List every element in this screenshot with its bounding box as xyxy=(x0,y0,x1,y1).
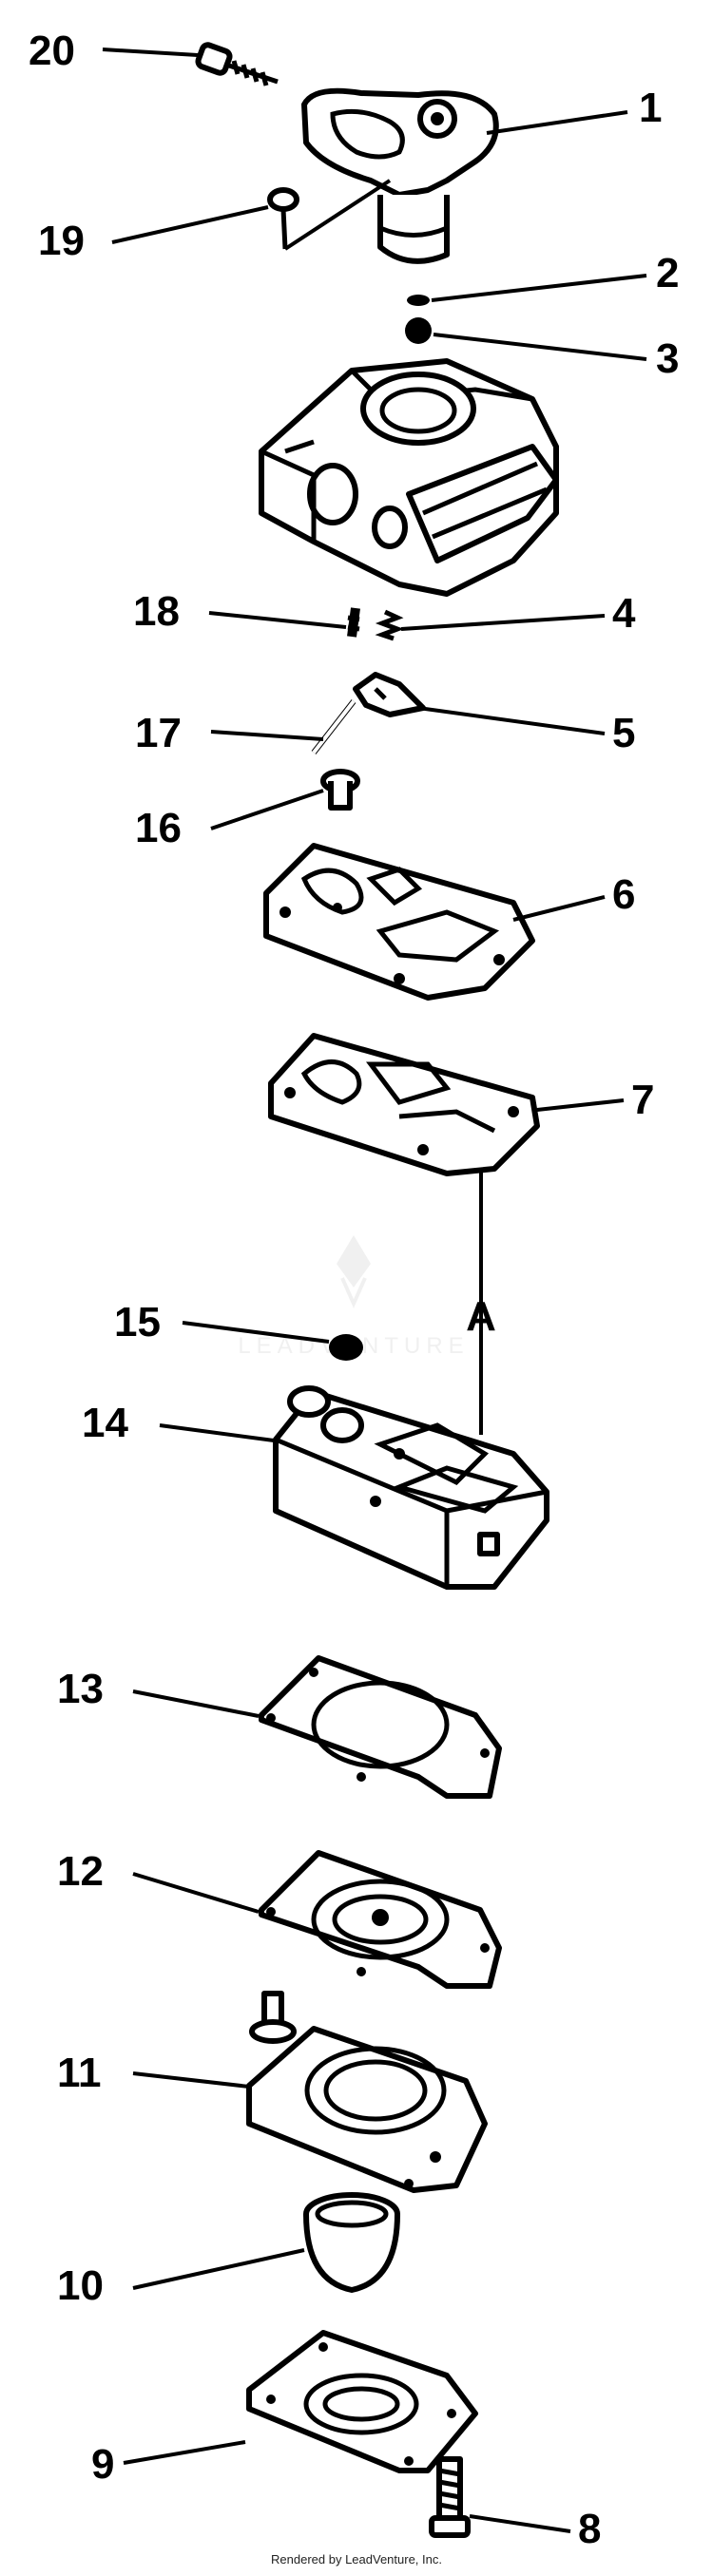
callout-label-17: 17 xyxy=(135,710,182,756)
callout-label-7: 7 xyxy=(631,1077,654,1123)
callout-12[interactable]: 12 xyxy=(57,1848,260,1914)
callout-14[interactable]: 14 xyxy=(82,1400,275,1446)
part-5-lever[interactable] xyxy=(353,672,426,717)
callout-5[interactable]: 5 xyxy=(417,706,635,756)
callout-15[interactable]: 15 xyxy=(114,1299,330,1345)
callout-18[interactable]: 18 xyxy=(133,588,347,635)
part-1-top-cover[interactable] xyxy=(301,87,499,264)
callout-label-15: 15 xyxy=(114,1299,161,1345)
callout-label-2: 2 xyxy=(656,250,679,296)
callout-9[interactable]: 9 xyxy=(91,2440,246,2488)
part-14-pump-body[interactable] xyxy=(273,1385,549,1590)
callout-label-20: 20 xyxy=(29,28,75,74)
part-10-cup[interactable] xyxy=(303,2192,400,2293)
callout-label-12: 12 xyxy=(57,1848,104,1895)
callout-label-18: 18 xyxy=(133,588,180,635)
callout-label-4: 4 xyxy=(612,590,636,637)
callout-1[interactable]: 1 xyxy=(486,85,662,135)
part-2-small-ball[interactable] xyxy=(407,295,430,306)
callout-label-19: 19 xyxy=(38,218,85,264)
part-9-base-plate[interactable] xyxy=(246,2330,478,2473)
callout-3[interactable]: 3 xyxy=(433,333,679,382)
callout-label-10: 10 xyxy=(57,2262,104,2309)
carburetor-body xyxy=(259,358,559,597)
callout-8[interactable]: 8 xyxy=(469,2506,601,2552)
callout-7[interactable]: 7 xyxy=(536,1077,654,1123)
callout-label-5: 5 xyxy=(612,710,635,756)
part-17-pin[interactable] xyxy=(311,699,356,754)
callout-19[interactable]: 19 xyxy=(38,205,269,264)
part-16-screw[interactable] xyxy=(320,769,360,811)
callout-label-8: 8 xyxy=(578,2506,601,2552)
part-12-diaphragm[interactable] xyxy=(259,1850,502,1989)
callout-17[interactable]: 17 xyxy=(135,710,324,756)
callout-label-3: 3 xyxy=(656,335,679,382)
part-15-seal[interactable] xyxy=(329,1334,363,1361)
part-4-spring[interactable] xyxy=(375,609,405,641)
callout-10[interactable]: 10 xyxy=(57,2248,305,2309)
callout-label-11: 11 xyxy=(57,2050,102,2096)
callout-6[interactable]: 6 xyxy=(512,871,635,922)
part-7-gasket[interactable] xyxy=(268,1033,540,1176)
callout-label-16: 16 xyxy=(135,805,182,851)
callout-16[interactable]: 16 xyxy=(135,789,324,851)
callout-label-1: 1 xyxy=(639,85,662,131)
reference-marker-a: A xyxy=(466,1293,496,1340)
callout-label-9: 9 xyxy=(91,2441,114,2488)
callout-20[interactable]: 20 xyxy=(29,28,199,74)
part-18-needle[interactable] xyxy=(347,607,360,638)
part-20-screw[interactable] xyxy=(195,42,279,86)
callout-2[interactable]: 2 xyxy=(431,250,679,302)
part-11-cover[interactable] xyxy=(246,1991,488,2193)
footer-credit: Rendered by LeadVenture, Inc. xyxy=(271,2552,442,2566)
reference-line-a: A xyxy=(466,1169,496,1435)
callout-4[interactable]: 4 xyxy=(400,590,636,637)
part-3-check-ball[interactable] xyxy=(405,317,432,344)
callout-label-13: 13 xyxy=(57,1666,104,1712)
callout-label-6: 6 xyxy=(612,871,635,918)
part-19-screw[interactable] xyxy=(267,179,392,251)
part-13-gasket[interactable] xyxy=(259,1655,502,1799)
callout-13[interactable]: 13 xyxy=(57,1666,260,1718)
part-8-bolt[interactable] xyxy=(429,2456,471,2538)
part-6-gasket[interactable] xyxy=(263,843,535,1001)
callout-label-14: 14 xyxy=(82,1400,128,1446)
callout-11[interactable]: 11 xyxy=(57,2050,250,2096)
